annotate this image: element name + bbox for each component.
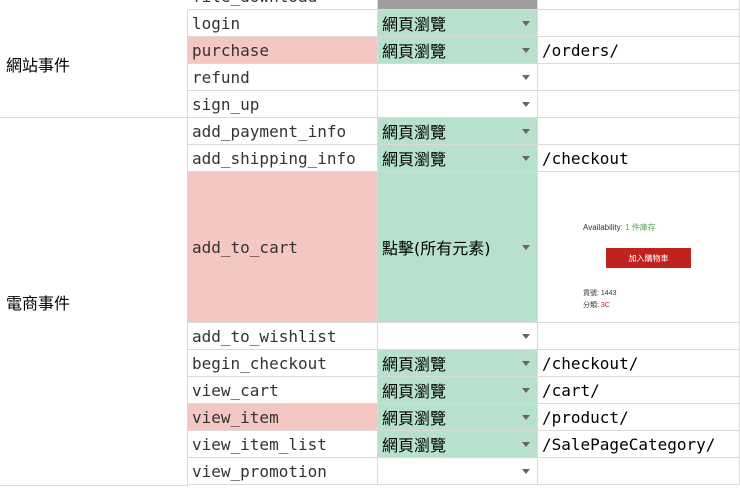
page-path-cell[interactable] [538,458,740,485]
page-path: /checkout/ [542,353,639,373]
event-name: purchase [192,40,270,60]
page-path-cell[interactable]: /orders/ [538,37,740,64]
event-name: view_item [192,407,279,427]
event-name: login [192,13,241,33]
trigger-dropdown[interactable]: 網頁瀏覽 [378,37,538,64]
page-path: /orders/ [542,40,620,60]
trigger-label: 網頁瀏覽 [382,123,447,142]
dropdown-arrow-icon[interactable] [522,48,530,53]
event-name-cell[interactable]: view_cart [188,377,378,404]
page-path-cell[interactable] [538,323,740,350]
dropdown-arrow-icon[interactable] [522,442,530,447]
page-path: /checkout [542,148,629,168]
category-website-events[interactable]: 網站事件 [0,10,188,118]
dropdown-arrow-icon[interactable] [522,102,530,107]
category-label: 電商事件 [6,293,71,313]
trigger-dropdown[interactable]: 網頁瀏覽 [378,118,538,145]
trigger-label: 網頁瀏覽 [382,42,447,61]
event-name: view_promotion [192,461,327,481]
trigger-dropdown[interactable] [378,64,538,91]
trigger-label: 網頁瀏覽 [382,150,447,169]
page-path-cell[interactable]: /checkout/ [538,350,740,377]
page-path-cell[interactable] [538,118,740,145]
trigger-label: 網頁瀏覽 [382,382,447,401]
dropdown-arrow-icon[interactable] [522,415,530,420]
event-name-cell[interactable]: view_item [188,404,378,431]
page-path-cell[interactable] [538,10,740,37]
event-name-cell[interactable]: add_payment_info [188,118,378,145]
page-path-cell[interactable]: /checkout [538,145,740,172]
trigger-dropdown[interactable]: 點擊(所有元素) [378,172,538,323]
dropdown-arrow-icon[interactable] [522,469,530,474]
add-to-cart-button: 加入購物車 [606,248,691,268]
category-line-label: 分類: [583,302,599,309]
trigger-dropdown[interactable]: 網頁瀏覽 [378,377,538,404]
event-name: view_cart [192,380,279,400]
event-name-cell[interactable]: add_shipping_info [188,145,378,172]
event-name: begin_checkout [192,353,327,373]
event-name-cell[interactable]: view_item_list [188,431,378,458]
event-name: add_shipping_info [192,148,356,168]
category-line-value: 3C [600,302,610,309]
event-name-cell[interactable]: view_promotion [188,458,378,485]
page-path-cell[interactable]: /SalePageCategory/ [538,431,740,458]
page-path-cell[interactable] [538,0,740,10]
dropdown-arrow-icon[interactable] [522,388,530,393]
category-ecommerce-events[interactable]: 電商事件 [0,118,188,486]
trigger-dropdown[interactable] [378,91,538,118]
trigger-dropdown[interactable]: 網頁瀏覽 [378,431,538,458]
event-name-cell[interactable]: refund [188,64,378,91]
page-path: /SalePageCategory/ [542,434,716,454]
page-path-cell[interactable] [538,91,740,118]
event-name: sign_up [192,94,260,114]
event-name: add_to_wishlist [192,326,337,346]
event-name: view_item_list [192,434,327,454]
trigger-label: 網頁瀏覽 [382,436,447,455]
event-name-cell[interactable]: purchase [188,37,378,64]
event-name: refund [192,67,250,87]
trigger-dropdown[interactable]: 網頁瀏覽 [378,10,538,37]
trigger-dropdown[interactable] [378,458,538,485]
trigger-label: 網頁瀏覽 [382,409,447,428]
trigger-dropdown[interactable]: 網頁瀏覽 [378,145,538,172]
dropdown-arrow-icon[interactable] [522,129,530,134]
screenshot-thumbnail[interactable]: Availability: 1 件庫存加入購物車貨號: 1443 分類: 3C [538,172,740,323]
trigger-label: 網頁瀏覽 [382,15,447,34]
event-name-cell[interactable]: add_to_cart [188,172,378,323]
dropdown-arrow-icon[interactable] [522,245,530,250]
dropdown-arrow-icon[interactable] [522,75,530,80]
dropdown-arrow-icon[interactable] [522,21,530,26]
event-name-cell[interactable]: file_download [188,0,378,10]
page-path-cell[interactable]: /product/ [538,404,740,431]
availability-value: 1 件庫存 [625,223,656,232]
event-name-cell[interactable]: begin_checkout [188,350,378,377]
availability-text: Availability: 1 件庫存 [583,222,656,233]
event-name: add_to_cart [192,237,298,257]
trigger-dropdown[interactable]: 網頁瀏覽 [378,350,538,377]
sku-line: 貨號: 1443 [583,290,617,297]
trigger-label: 點擊(所有元素) [382,239,491,258]
category-line: 分類: 3C [583,300,610,310]
trigger-dropdown[interactable] [378,0,538,10]
dropdown-arrow-icon[interactable] [522,334,530,339]
event-name: file_download [192,0,317,6]
trigger-dropdown[interactable] [378,323,538,350]
page-path-cell[interactable]: /cart/ [538,377,740,404]
trigger-dropdown[interactable]: 網頁瀏覽 [378,404,538,431]
event-name-cell[interactable]: add_to_wishlist [188,323,378,350]
trigger-label: 網頁瀏覽 [382,355,447,374]
dropdown-arrow-icon[interactable] [522,156,530,161]
availability-label: Availability: [583,223,623,232]
page-path: /cart/ [542,380,600,400]
event-name-cell[interactable]: login [188,10,378,37]
page-path-cell[interactable] [538,64,740,91]
dropdown-arrow-icon[interactable] [522,361,530,366]
category-label: 網站事件 [6,55,71,75]
page-path: /product/ [542,407,629,427]
event-name-cell[interactable]: sign_up [188,91,378,118]
event-name: add_payment_info [192,121,347,141]
